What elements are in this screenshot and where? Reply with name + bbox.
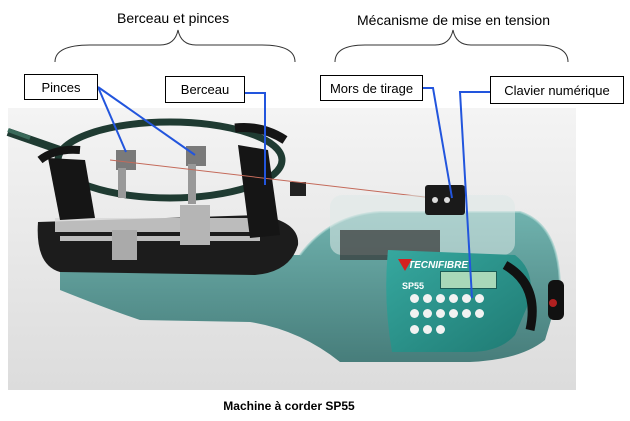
heading-berceau-et-pinces: Berceau et pinces bbox=[117, 10, 230, 26]
figure-caption: Machine à corder SP55 bbox=[223, 399, 355, 413]
label-berceau: Berceau bbox=[165, 76, 245, 103]
model-label: SP55 bbox=[402, 281, 425, 291]
panel-display bbox=[440, 271, 497, 289]
clamp-left bbox=[116, 150, 136, 170]
leader-pinces-right bbox=[97, 86, 196, 156]
keypad bbox=[410, 294, 484, 336]
brace-right bbox=[334, 29, 569, 63]
brace-left bbox=[54, 29, 296, 63]
leader-pinces-left bbox=[97, 86, 127, 153]
heading-mecanisme-tension: Mécanisme de mise en tension bbox=[357, 12, 550, 28]
leader-mors bbox=[423, 87, 453, 199]
label-mors-de-tirage: Mors de tirage bbox=[320, 75, 423, 101]
label-clavier-numerique: Clavier numérique bbox=[490, 76, 624, 104]
leader-berceau bbox=[245, 92, 266, 185]
brand-logo: TECNIFIBRE bbox=[408, 260, 468, 271]
post-left bbox=[48, 158, 95, 220]
post-right bbox=[238, 145, 280, 238]
logo-mark bbox=[398, 259, 412, 271]
leader-clavier bbox=[458, 91, 490, 299]
label-pinces: Pinces bbox=[24, 74, 98, 100]
